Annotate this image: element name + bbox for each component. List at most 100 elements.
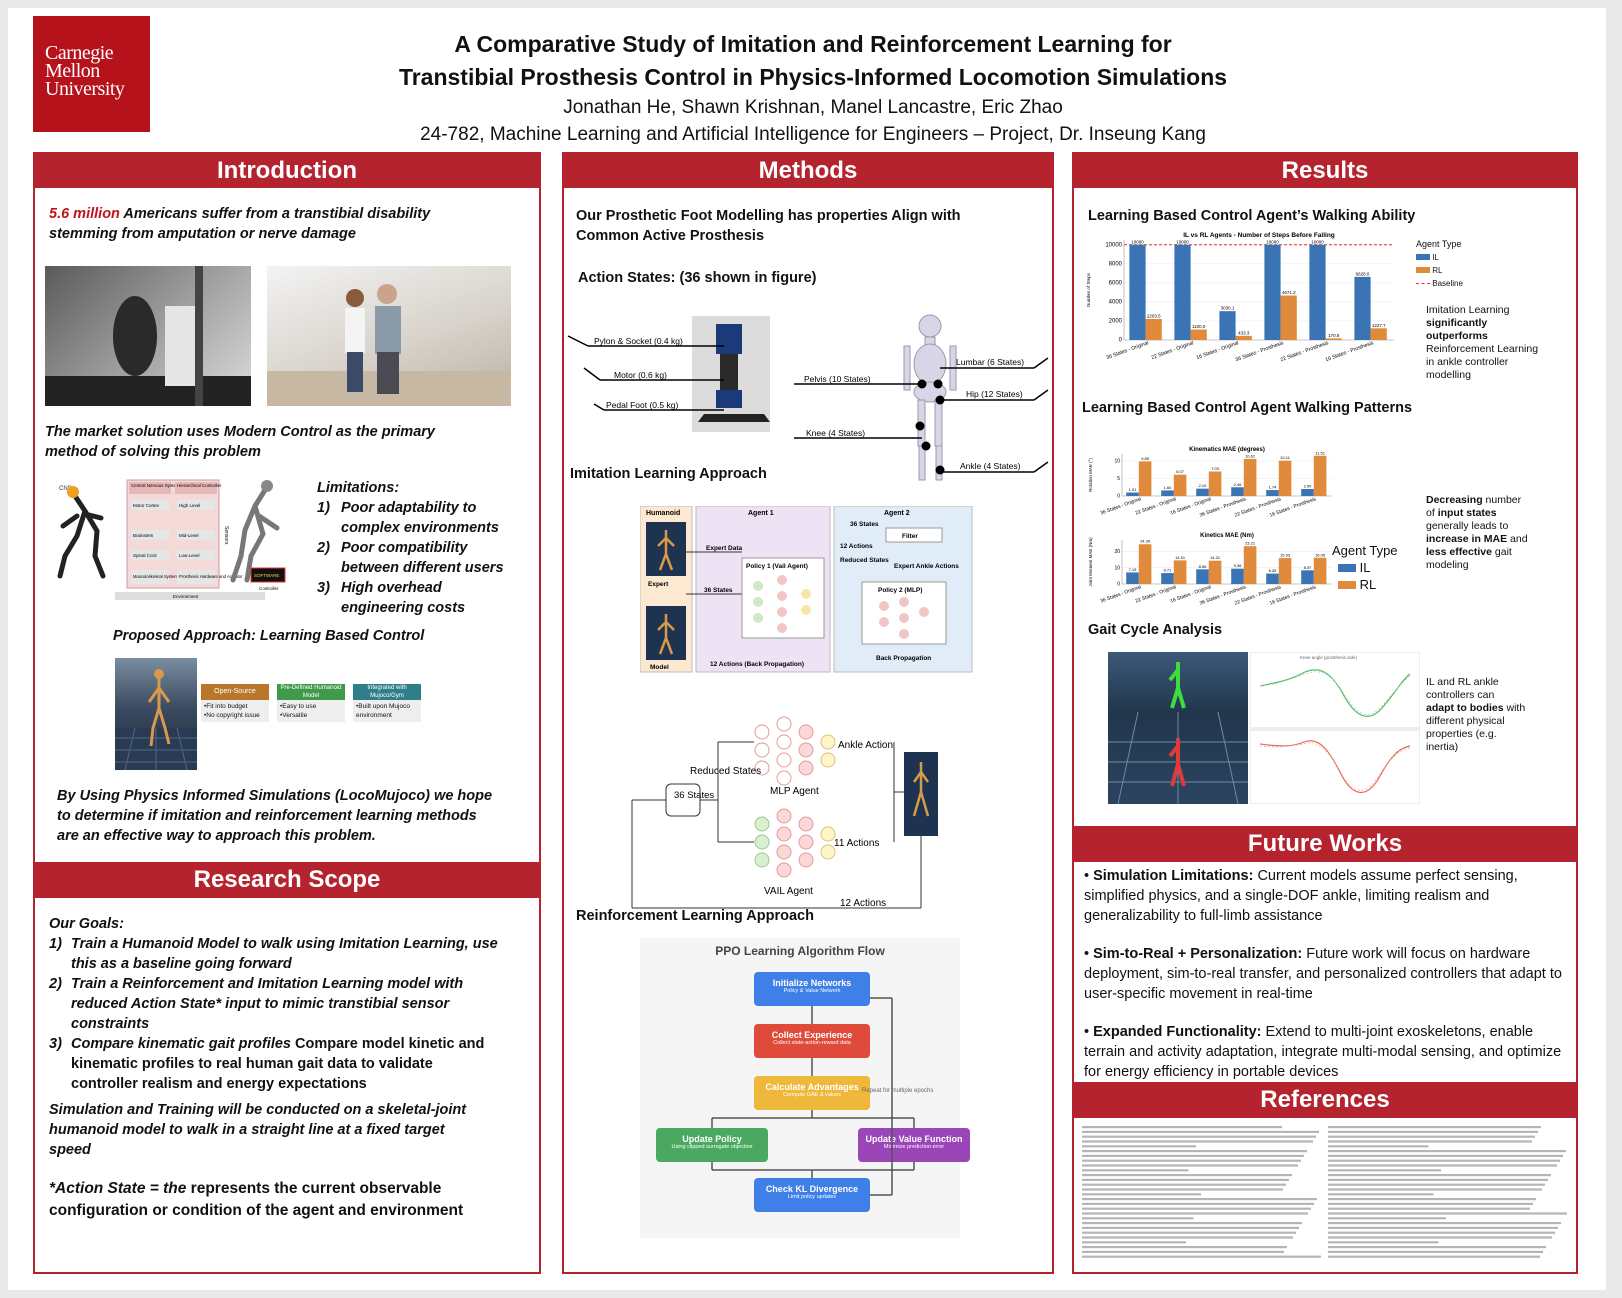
bar-label-rl: 7.03	[1211, 466, 1220, 471]
category-label: 22 States - Original	[1151, 340, 1195, 361]
pylon-label: Pylon & Socket (0.4 kg)	[594, 336, 683, 346]
actions12-text: 12 Actions	[840, 898, 886, 909]
stat-text: Americans suffer from a transtibial disa…	[119, 206, 431, 222]
note-text: of	[1426, 507, 1438, 519]
bar-label-rl: 10.11	[1280, 455, 1290, 460]
note-text: and	[1507, 533, 1528, 545]
high-level-label: High Level	[179, 503, 200, 508]
bar-label-rl: 1100.0	[1192, 324, 1206, 329]
note-text: gait	[1491, 546, 1512, 558]
reference-line	[1328, 1241, 1439, 1244]
bar-label-rl: 11.51	[1315, 450, 1325, 455]
reference-line	[1082, 1164, 1298, 1167]
reference-line	[1328, 1130, 1538, 1133]
category-label: 16 States - Original	[1196, 340, 1240, 361]
agent2-label: Agent 2	[884, 510, 910, 517]
reference-line	[1082, 1222, 1302, 1225]
tag-bullet: •No copyright issue	[204, 712, 260, 719]
bar-rl	[1235, 335, 1252, 340]
sim-line: speed	[49, 1142, 91, 1158]
y-tick-label: 10	[1114, 459, 1120, 465]
ppo-init-sub: Policy & Value Network	[783, 988, 841, 994]
title-block: A Comparative Study of Imitation and Rei…	[168, 28, 1458, 148]
tag-title: Pre-Defined Humanoid Model	[277, 684, 345, 700]
future-item-text: Current models assume perfect sensing, s…	[1084, 868, 1518, 924]
motor-cortex-label: Motor Cortex	[133, 503, 160, 508]
methods-panel: Methods Our Prosthetic Foot Modelling ha…	[562, 152, 1054, 1274]
therapy-photo	[267, 266, 511, 406]
bar-label-il: 1.74	[1269, 485, 1278, 490]
policy2-label: Policy 2 (MLP)	[878, 587, 922, 594]
pedal-foot-label: Pedal Foot (0.5 kg)	[606, 400, 678, 410]
low-level-label: Low-Level	[179, 553, 200, 558]
note-text: in ankle controller	[1426, 356, 1509, 368]
bar-label-rl: 6.07	[1176, 469, 1185, 474]
goal-text: reduced Action State* input to mimic tra…	[71, 996, 450, 1012]
bar-label-il: 10000	[1266, 239, 1279, 244]
legend-baseline-text: Baseline	[1432, 279, 1463, 288]
market-line: The market solution uses Modern Control …	[45, 424, 435, 440]
legend-rl: RL	[1416, 264, 1546, 277]
methods-heading: Methods	[564, 154, 1052, 188]
y-tick-label: 6000	[1109, 280, 1123, 286]
bar-label-il: 6.35	[1269, 568, 1278, 573]
gait-cycle-plot: Knee angle (prosthesis side)	[1250, 652, 1420, 804]
goal-item: 1)Train a Humanoid Model to walk using I…	[49, 934, 529, 974]
reference-line	[1082, 1250, 1284, 1253]
goal-text: Train a Humanoid Model to walk using Imi…	[71, 936, 498, 952]
introduction-heading: Introduction	[35, 154, 539, 188]
limitation-text: complex environments	[341, 520, 499, 536]
note-text: modelling	[1426, 369, 1471, 381]
legend-baseline-swatch	[1416, 283, 1430, 285]
goal-item: 3)Compare kinematic gait profiles Compar…	[49, 1034, 529, 1094]
note-text: IL and RL ankle	[1426, 676, 1499, 688]
reference-line	[1082, 1174, 1292, 1177]
lumbar-label: Lumbar (6 States)	[956, 357, 1024, 367]
reduced-states-text: Reduced States	[690, 766, 761, 777]
closing-line: are an effective way to approach this pr…	[57, 828, 376, 844]
reference-line	[1328, 1150, 1566, 1153]
legend-title: Agent Type	[1416, 239, 1462, 249]
poster-title-line1: A Comparative Study of Imitation and Rei…	[454, 31, 1172, 57]
y-axis-label: Number of Steps	[1086, 272, 1091, 307]
reference-line	[1328, 1193, 1434, 1196]
note-text: Reinforcement Learning	[1426, 343, 1539, 355]
note-text: generally leads to	[1426, 520, 1509, 532]
legend-baseline: Baseline	[1416, 277, 1546, 290]
methods-intro: Our Prosthetic Foot Modelling has proper…	[576, 206, 1036, 246]
bar-rl	[1190, 329, 1207, 340]
goal-number: 3)	[49, 1036, 62, 1052]
results-heading: Results	[1074, 154, 1576, 188]
reference-line	[1328, 1183, 1545, 1186]
ppo-update-policy-sub: Using clipped surrogate objective	[671, 1144, 753, 1150]
pelvis-label: Pelvis (10 States)	[804, 374, 871, 384]
spinal-label: Spinal Cord	[133, 553, 157, 558]
ankle-label: Ankle (4 States)	[960, 461, 1021, 471]
y-tick-label: 10000	[1105, 242, 1122, 248]
bar-il	[1129, 244, 1146, 340]
tag-bullets: •Easy to use•Versatile	[277, 700, 345, 722]
bar-il	[1161, 573, 1174, 584]
il-title: Imitation Learning Approach	[570, 466, 767, 482]
limitation-text: engineering costs	[341, 600, 466, 616]
stat-text: stemming from amputation or nerve damage	[49, 226, 356, 242]
y-tick-label: 2000	[1109, 319, 1123, 325]
reference-line	[1328, 1217, 1446, 1220]
bar-label-rl: 1227.7	[1372, 323, 1386, 328]
results-h1: Learning Based Control Agent’s Walking A…	[1088, 208, 1416, 224]
note-text: significantly	[1426, 317, 1488, 329]
bar-rl	[1280, 295, 1297, 340]
bar-rl	[1145, 319, 1162, 340]
reference-line	[1082, 1178, 1289, 1181]
tag-bullet: •Versatile	[280, 712, 308, 719]
goals-block: Our Goals: 1)Train a Humanoid Model to w…	[49, 914, 529, 1094]
cmu-logo: Carnegie Mellon University	[33, 16, 150, 132]
definition-term: *Action State = the	[49, 1180, 187, 1197]
ppo-init-title: Initialize Networks	[772, 978, 852, 988]
legend2-il-swatch	[1338, 564, 1356, 572]
course: 24-782, Machine Learning and Artificial …	[420, 124, 1206, 145]
reference-line	[1328, 1212, 1567, 1215]
bar-label-il: 10000	[1176, 239, 1189, 244]
y-tick-label: 0	[1117, 582, 1120, 588]
ppo-kl-title: Check KL Divergence	[765, 1184, 859, 1194]
